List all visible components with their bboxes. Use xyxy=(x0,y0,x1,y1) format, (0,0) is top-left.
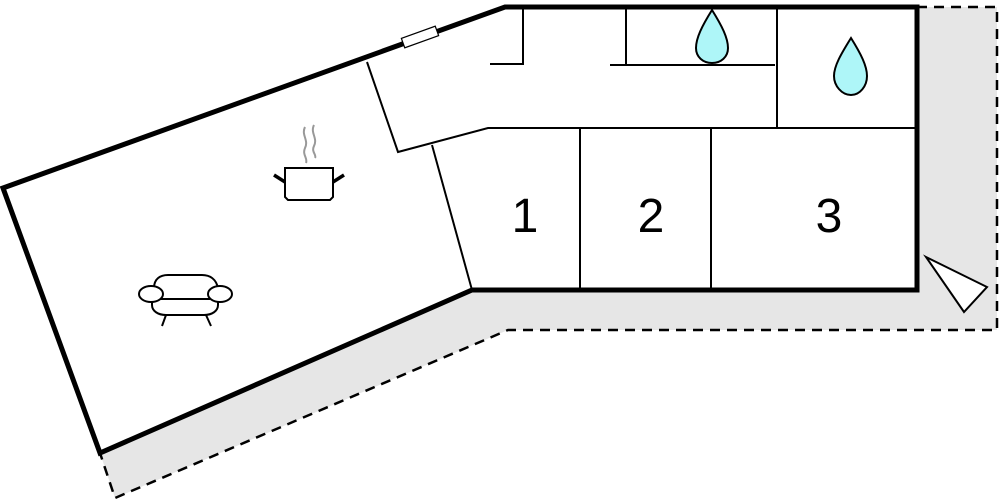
terrace-boundary xyxy=(98,5,999,500)
room-label-2: 2 xyxy=(638,190,665,243)
water-drop-icon xyxy=(694,8,730,65)
room-label-1: 1 xyxy=(512,190,539,243)
building-floor xyxy=(3,7,917,453)
exterior-walls xyxy=(0,4,920,457)
entrance-arrow-icon xyxy=(922,254,989,314)
water-drop-icon xyxy=(832,36,869,97)
terrace-area xyxy=(100,7,997,498)
cooking-pot-icon xyxy=(273,124,345,201)
room-label-3: 3 xyxy=(816,190,843,243)
window-icon xyxy=(400,25,440,49)
interior-walls xyxy=(366,8,917,291)
sofa-icon xyxy=(138,274,233,327)
